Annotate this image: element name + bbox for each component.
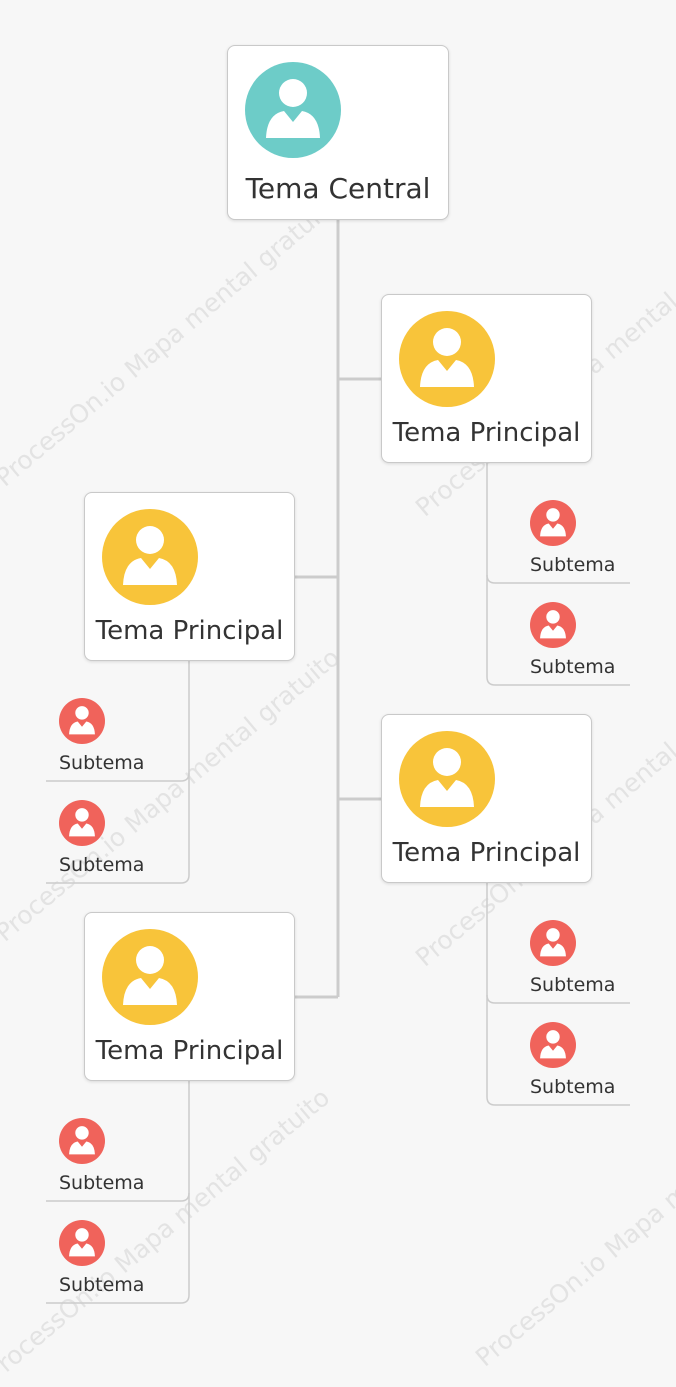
subtopic-label: Subtema bbox=[59, 854, 145, 876]
main-topic-label: Tema Principal bbox=[392, 838, 581, 868]
subtopic-node[interactable]: Subtema bbox=[45, 800, 161, 886]
user-avatar-icon bbox=[530, 602, 576, 648]
main-topic-label: Tema Principal bbox=[95, 1036, 284, 1066]
subtopic-line bbox=[46, 773, 190, 884]
user-avatar-icon bbox=[530, 1022, 576, 1068]
subtopic-node[interactable]: Subtema bbox=[516, 500, 632, 586]
subtopic-label: Subtema bbox=[59, 1274, 145, 1296]
subtopic-label: Subtema bbox=[530, 974, 616, 996]
main-topic-node[interactable]: Tema Principal bbox=[381, 294, 592, 463]
user-avatar-icon bbox=[399, 731, 495, 827]
user-avatar-icon bbox=[530, 920, 576, 966]
subtopic-node[interactable]: Subtema bbox=[45, 1118, 161, 1204]
main-topic-node[interactable]: Tema Principal bbox=[84, 492, 295, 661]
user-avatar-icon bbox=[245, 62, 341, 158]
subtopic-node[interactable]: Subtema bbox=[45, 698, 161, 784]
subtopic-label: Subtema bbox=[530, 1076, 616, 1098]
user-avatar-icon bbox=[59, 1220, 105, 1266]
main-topic-label: Tema Principal bbox=[392, 418, 581, 448]
subtopic-label: Subtema bbox=[530, 554, 616, 576]
main-topic-node[interactable]: Tema Principal bbox=[381, 714, 592, 883]
user-avatar-icon bbox=[102, 509, 198, 605]
subtopic-label: Subtema bbox=[59, 752, 145, 774]
user-avatar-icon bbox=[59, 698, 105, 744]
subtopic-label: Subtema bbox=[530, 656, 616, 678]
main-topic-label: Tema Principal bbox=[95, 616, 284, 646]
subtopic-label: Subtema bbox=[59, 1172, 145, 1194]
main-topic-node[interactable]: Tema Principal bbox=[84, 912, 295, 1081]
subtopic-line bbox=[486, 575, 630, 686]
user-avatar-icon bbox=[399, 311, 495, 407]
central-topic-label: Tema Central bbox=[245, 172, 431, 205]
central-topic-node[interactable]: Tema Central bbox=[227, 45, 449, 220]
subtopic-node[interactable]: Subtema bbox=[516, 1022, 632, 1108]
subtopic-line bbox=[486, 995, 630, 1106]
user-avatar-icon bbox=[102, 929, 198, 1025]
subtopic-node[interactable]: Subtema bbox=[516, 602, 632, 688]
user-avatar-icon bbox=[530, 500, 576, 546]
subtopic-line bbox=[46, 1193, 190, 1304]
subtopic-node[interactable]: Subtema bbox=[516, 920, 632, 1006]
user-avatar-icon bbox=[59, 800, 105, 846]
subtopic-node[interactable]: Subtema bbox=[45, 1220, 161, 1306]
user-avatar-icon bbox=[59, 1118, 105, 1164]
